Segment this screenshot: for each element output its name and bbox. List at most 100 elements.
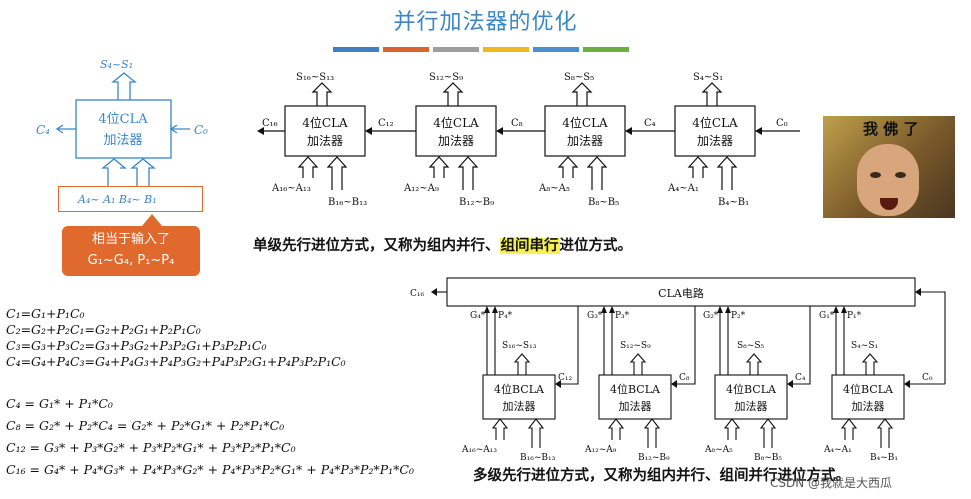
- carry-head-8: [671, 380, 677, 388]
- single-b-label-3: B₈~B₅: [588, 197, 619, 208]
- bcla-box-4: [831, 374, 905, 420]
- carry-route-12: [556, 306, 579, 385]
- multi-a-label-1: A₁₆~A₁₃: [461, 445, 497, 455]
- g3-label: G₃*: [587, 311, 603, 321]
- multi-input-b-2: [643, 418, 661, 448]
- multi-output-label-3: S₈~S₅: [737, 341, 764, 351]
- equation-star-c4: C₄ = G₁* + P₁*C₀: [6, 396, 113, 411]
- p1-label: P₁*: [847, 311, 862, 321]
- gp-head-4b: [841, 306, 847, 313]
- multi-a-label-4: A₄~A₁: [823, 445, 852, 455]
- single-carry-head-16: [257, 127, 264, 135]
- left-cla-label-2: 加法器: [103, 133, 142, 148]
- left-output-label: S₄~S₁: [100, 58, 133, 71]
- carry-head-0: [904, 380, 910, 388]
- multi-b-label-1: B₁₆~B₁₃: [520, 453, 556, 463]
- left-carry-out-label: C₄: [36, 123, 50, 137]
- meme-eye-right: [895, 172, 906, 178]
- left-inputs-label: A₄~ A₁ B₄~ B₁: [77, 193, 157, 206]
- g1-label: G₁*: [819, 311, 835, 321]
- single-carry-label-8: C₈: [511, 118, 523, 129]
- multi-level-note: 多级先行进位方式，又称为组内并行、组间并行进位方式。: [473, 468, 850, 484]
- multi-carry-label-8: C₈: [679, 373, 690, 383]
- single-input-b-4: [716, 156, 738, 190]
- multi-input-b-3: [759, 418, 777, 448]
- single-b-label-1: B₁₆~B₁₃: [328, 197, 367, 208]
- color-bar-1: [333, 47, 379, 52]
- single-a-label-2: A₁₂~A₉: [403, 183, 439, 194]
- c16-label: C₁₆: [410, 289, 424, 299]
- gp-head-4a: [833, 306, 839, 313]
- multi-a-label-2: A₁₂~A₉: [584, 445, 617, 455]
- g4-label: G₄*: [470, 311, 486, 321]
- left-carry-in-head: [169, 124, 178, 134]
- single-note-highlight: 组间串行: [499, 238, 560, 254]
- page-title: 并行加法器的优化: [393, 10, 578, 35]
- single-cla-label-3a: 4位CLA: [562, 115, 608, 130]
- single-input-a-1: [297, 156, 319, 178]
- gp-head-3b: [725, 306, 731, 313]
- bcla-label-2b: 加法器: [619, 399, 652, 413]
- carry-route-8: [672, 306, 696, 385]
- multi-output-3: [745, 353, 763, 375]
- color-bar-6: [583, 47, 629, 52]
- left-input-arrow-b: [130, 158, 156, 186]
- bcla-label-1b: 加法器: [503, 399, 536, 413]
- p4-label: P₄*: [498, 311, 513, 321]
- bcla-box-2: [598, 374, 672, 420]
- left-input-arrow-a: [101, 158, 127, 186]
- equation-c2: C₂=G₂+P₂C₁=G₂+P₂G₁+P₂P₁C₀: [6, 322, 201, 337]
- left-cla-diagram: S₄~S₁ 4位CLA 加法器 C₄ C₀ A₄~ A₁ B₄~ B₁: [36, 58, 208, 206]
- multi-input-b-4: [876, 418, 894, 448]
- single-cla-label-3b: 加法器: [567, 134, 603, 148]
- multi-output-4: [861, 353, 879, 375]
- single-cla-label-2a: 4位CLA: [433, 115, 479, 130]
- cla-circuit-label: CLA电路: [658, 287, 704, 300]
- left-cla-label-1: 4位CLA: [98, 112, 148, 127]
- single-note-suffix: 进位方式。: [559, 238, 633, 254]
- bcla-label-3b: 加法器: [735, 399, 768, 413]
- multi-output-2: [629, 353, 647, 375]
- bcla-label-1a: 4位BCLA: [494, 382, 545, 396]
- single-cla-label-1b: 加法器: [307, 134, 343, 148]
- single-input-b-3: [586, 156, 608, 190]
- single-carry-label-4: C₄: [644, 118, 656, 129]
- g2-label: G₂*: [703, 311, 719, 321]
- meme-image: 我 佛 了: [823, 116, 955, 218]
- single-output-label-2: S₁₂~S₉: [429, 72, 463, 83]
- single-carry-label-16: C₁₆: [262, 118, 278, 129]
- single-a-label-3: A₈~A₅: [538, 183, 570, 194]
- multi-b-label-2: B₁₂~B₉: [638, 453, 670, 463]
- single-carry-head-8: [496, 127, 503, 135]
- equation-c1: C₁=G₁+P₁C₀: [6, 306, 85, 321]
- meme-mouth: [880, 198, 898, 210]
- single-carry-label-12: C₁₂: [378, 118, 394, 129]
- color-bar-5: [533, 47, 579, 52]
- left-carry-in-label: C₀: [194, 123, 208, 137]
- equation-c4: C₄=G₄+P₄C₃=G₄+P₄G₃+P₄P₃G₂+P₄P₃P₂G₁+P₄P₃P…: [6, 354, 346, 369]
- single-carry-head-4: [625, 127, 632, 135]
- gp-head-2a: [601, 306, 607, 313]
- left-output-arrow: [111, 72, 137, 100]
- single-output-arrow-2: [442, 82, 464, 106]
- meme-caption: 我 佛 了: [863, 120, 919, 138]
- bcla-label-4b: 加法器: [852, 399, 885, 413]
- gp-head-1a: [484, 306, 490, 313]
- gp-head-2b: [609, 306, 615, 313]
- single-carry-head-0: [755, 127, 762, 135]
- p2-label: P₂*: [731, 311, 746, 321]
- carry-route-0: [905, 291, 946, 385]
- single-output-arrow-4: [701, 82, 723, 106]
- single-output-arrow-3: [571, 82, 593, 106]
- bcla-label-2a: 4位BCLA: [610, 382, 661, 396]
- left-input-box: [58, 186, 203, 212]
- multi-output-label-4: S₄~S₁: [851, 341, 878, 351]
- equation-star-c16: C₁₆ = G₄* + P₄*G₃* + P₄*P₃*G₂* + P₄*P₃*P…: [6, 462, 414, 477]
- single-a-label-4: A₄~A₁: [667, 183, 699, 194]
- multi-carry-label-12: C₁₂: [558, 373, 572, 383]
- single-b-label-2: B₁₂~B₉: [459, 197, 494, 208]
- gp-head-1b: [492, 306, 498, 313]
- gp-head-3a: [717, 306, 723, 313]
- carry-route-4: [788, 306, 811, 385]
